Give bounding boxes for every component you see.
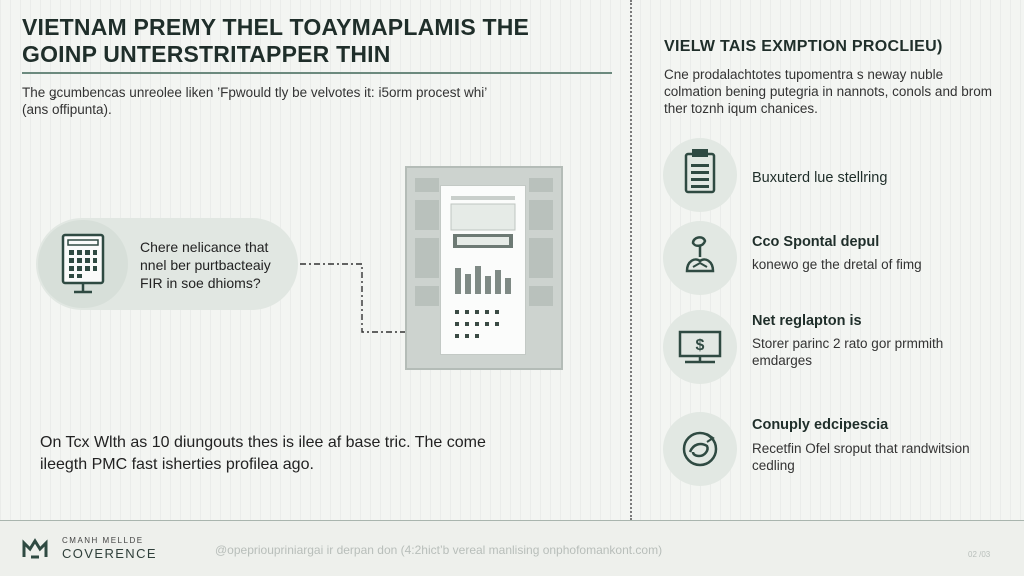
page-number: 02 /03 bbox=[968, 550, 991, 559]
logo-tagline: CMANH MELLDE bbox=[62, 536, 144, 545]
footer-text: @opeprioupriniargai ir derpan don (4:2hi… bbox=[215, 543, 663, 557]
money-screen-icon: $ bbox=[663, 310, 737, 384]
document-page bbox=[440, 185, 526, 355]
document-list-icon bbox=[663, 138, 737, 212]
feature-3-title: Net reglapton is bbox=[752, 313, 862, 329]
cycle-hand-icon bbox=[663, 412, 737, 486]
feature-4-text: Recetfin Ofel sroput that randwitsion ce… bbox=[752, 441, 970, 473]
feature-1-title: Buxuterd lue stellring bbox=[752, 170, 888, 186]
feature-4-title: Conuply edcipescia bbox=[752, 417, 889, 433]
right-section-description: Cne prodalachtotes tupomentra s neway nu… bbox=[664, 67, 992, 116]
intro-text: The ǥcumbencas unreolee liken ’Fpwould t… bbox=[22, 85, 487, 117]
feature-2-title: Cco Spontal depul bbox=[752, 234, 880, 250]
logo-icon bbox=[22, 537, 48, 559]
calculator-icon bbox=[38, 220, 128, 308]
footer-divider bbox=[0, 520, 1024, 521]
logo-wordmark: COVERENCE bbox=[62, 546, 157, 561]
title-underline bbox=[22, 72, 612, 74]
footer bbox=[0, 521, 1024, 576]
callout-text: Chere nelicance that nnel ber purtbactea… bbox=[140, 239, 271, 291]
svg-text:$: $ bbox=[696, 337, 705, 354]
page-title-line-2: GOINP UNTERSTRITAPPER THIN bbox=[22, 41, 391, 67]
feature-3-text: Storer parinc 2 rato gor prmmith emdarge… bbox=[752, 336, 944, 368]
page-title-line-1: VIETNAM PREMY THEL TOAYMAPLAMIS THE bbox=[22, 14, 530, 40]
page-title: VIETNAM PREMY THEL TOAYMAPLAMIS THE GOIN… bbox=[22, 14, 622, 68]
plant-hand-icon bbox=[663, 221, 737, 295]
feature-2-text: konewo ge the dretal of fimg bbox=[752, 257, 922, 272]
right-section-title: VIELW TAIS EXMPTION PROCLIEU) bbox=[664, 38, 943, 55]
bottom-note: On Tcx Wlth as 10 diungouts thes is ilee… bbox=[40, 434, 486, 473]
section-divider bbox=[630, 0, 632, 520]
